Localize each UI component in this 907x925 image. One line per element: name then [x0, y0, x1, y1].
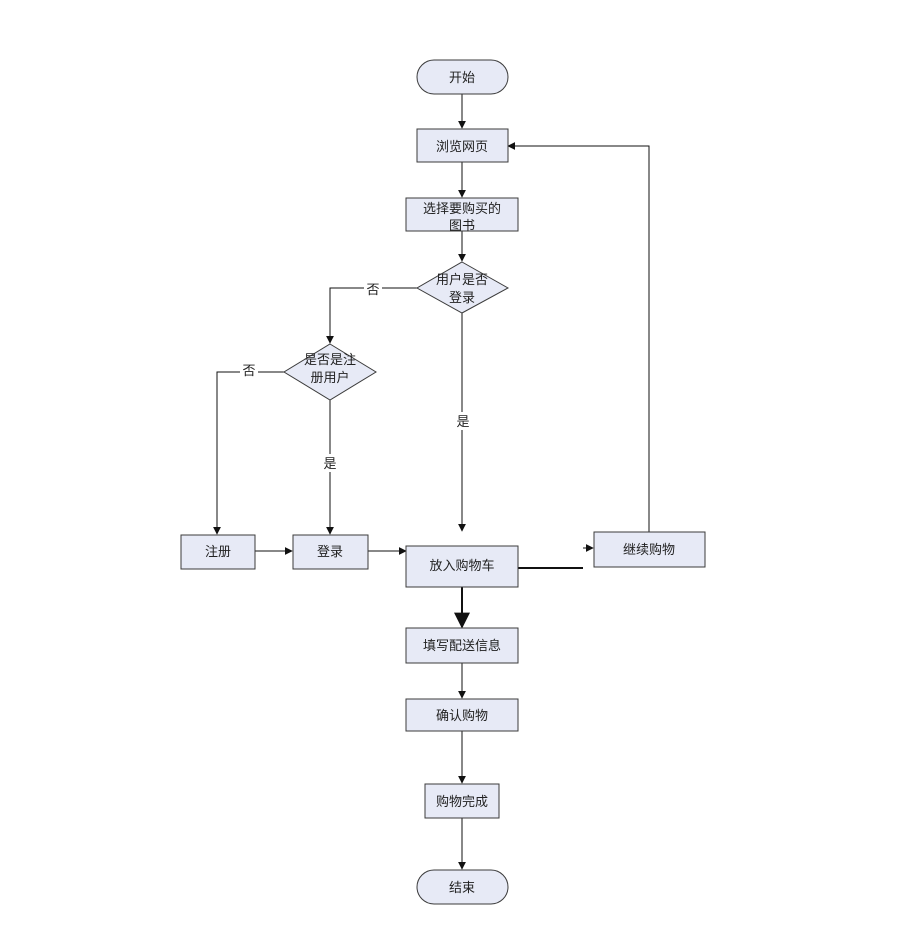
- node-browse: 浏览网页: [416, 128, 509, 163]
- node-end-label: 结束: [449, 881, 475, 896]
- node-register: 注册: [180, 534, 256, 570]
- node-end: 结束: [416, 869, 509, 905]
- node-registered-label-1: 是否是注: [304, 353, 356, 368]
- node-start-label: 开始: [449, 71, 475, 86]
- node-add-cart-label: 放入购物车: [429, 558, 494, 574]
- node-complete: 购物完成: [424, 783, 500, 819]
- edge-logged-in-no: [326, 287, 417, 344]
- edge-continue-browse: [507, 142, 650, 532]
- node-logged-in-label-2: 登录: [449, 291, 475, 306]
- nodes: 开始 浏览网页 选择要购买的 图书 用户是否 登录 是否是注 册用户 注册: [180, 59, 706, 905]
- node-fill-info-label: 填写配送信息: [423, 638, 501, 654]
- node-continue-label: 继续购物: [623, 542, 675, 558]
- node-login: 登录: [292, 534, 369, 570]
- node-registered-decision: 是否是注 册用户: [283, 343, 377, 401]
- node-start: 开始: [416, 59, 509, 95]
- edge-registered-no: [213, 371, 284, 535]
- node-confirm: 确认购物: [405, 698, 519, 732]
- edge-label-no-logged-in: 否: [366, 283, 379, 298]
- node-registered-label-2: 册用户: [310, 370, 349, 386]
- node-fill-info: 填写配送信息: [405, 627, 519, 664]
- node-browse-label: 浏览网页: [436, 139, 488, 155]
- node-continue: 继续购物: [593, 531, 706, 568]
- node-add-cart: 放入购物车: [405, 545, 519, 588]
- edge-label-yes-logged-in: 是: [456, 415, 469, 430]
- node-login-label: 登录: [317, 545, 343, 560]
- node-select-book-label-1: 选择要购买的: [423, 201, 501, 217]
- node-complete-label: 购物完成: [436, 794, 488, 810]
- node-select-book-label-2: 图书: [449, 219, 475, 234]
- edge-labels: 否 是 否 是: [240, 281, 472, 472]
- node-select-book: 选择要购买的 图书: [405, 197, 519, 234]
- edge-label-yes-registered: 是: [323, 457, 336, 472]
- edge-label-no-registered: 否: [242, 364, 255, 379]
- node-confirm-label: 确认购物: [436, 708, 488, 724]
- node-logged-in-decision: 用户是否 登录: [415, 261, 510, 314]
- node-register-label: 注册: [205, 545, 231, 560]
- node-logged-in-label-1: 用户是否: [436, 272, 488, 288]
